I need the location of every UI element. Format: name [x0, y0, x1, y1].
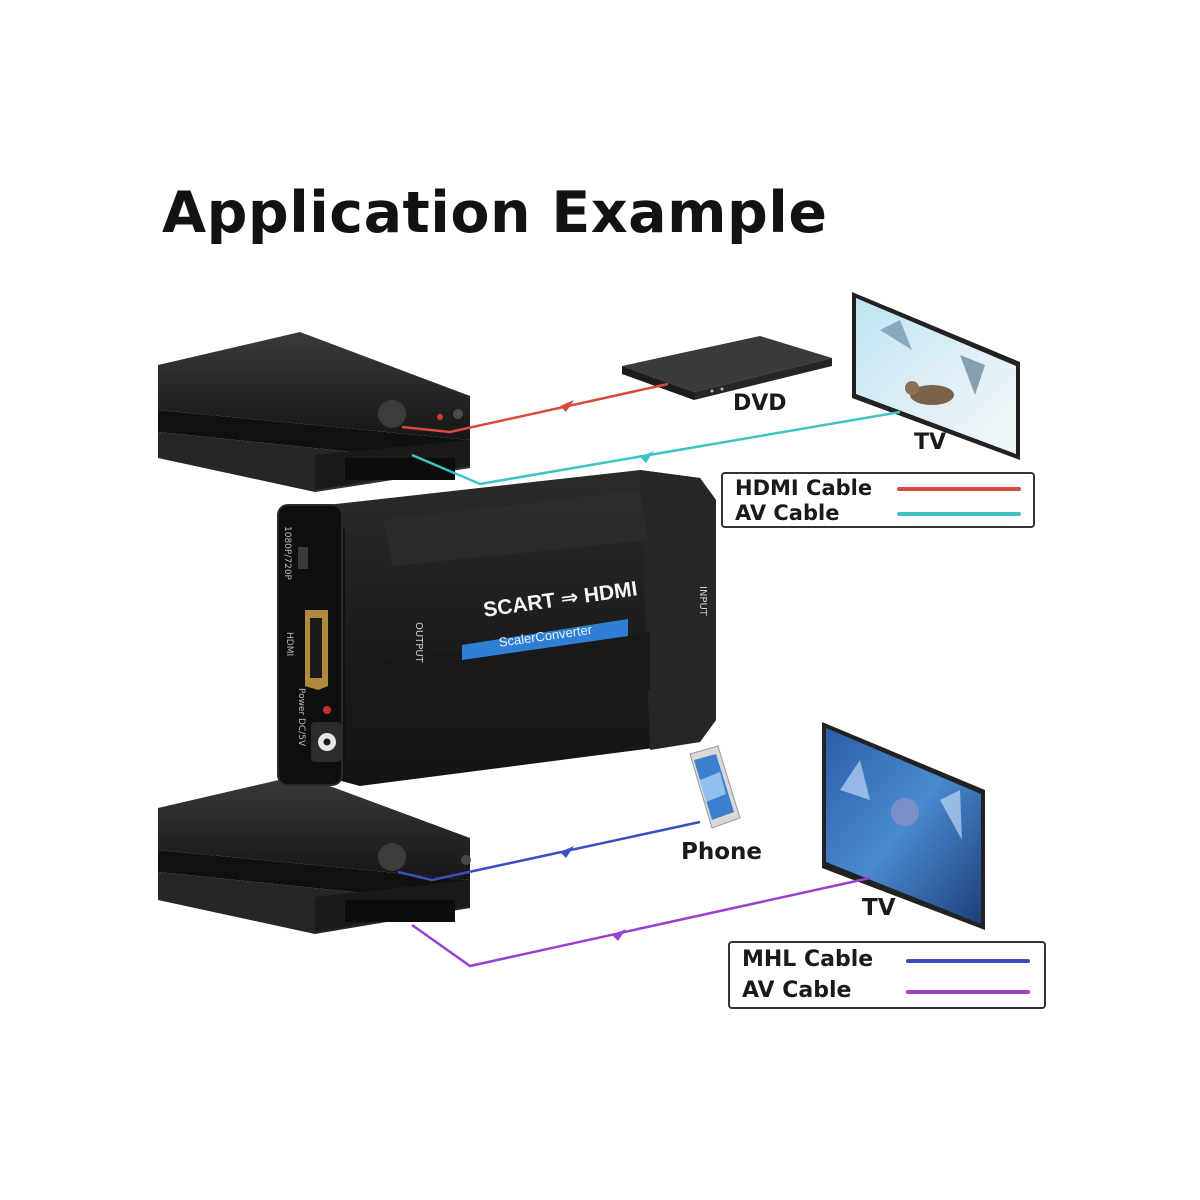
tv-screen-icon	[852, 292, 1020, 460]
port-label-output: OUTPUT	[413, 622, 424, 663]
legend-bottom: MHL Cable AV Cable	[728, 941, 1046, 1009]
legend-item-av: AV Cable	[742, 980, 851, 1002]
legend-swatch-hdmi	[897, 487, 1021, 491]
av-cable-line	[411, 876, 871, 968]
scart-adapter-icon	[158, 775, 471, 934]
tv-label-bottom: TV	[862, 895, 896, 921]
hdmi-cable-line	[401, 382, 669, 434]
legend-label: AV Cable	[742, 978, 852, 1003]
dc-jack-icon	[311, 722, 341, 762]
mhl-cable-line	[397, 820, 701, 882]
tv-screen-icon	[822, 722, 985, 930]
av-cable-arrow-icon	[640, 451, 654, 463]
av-cable-line	[411, 410, 901, 486]
legend-swatch-mhl	[906, 959, 1030, 963]
port-label-hdmi: HDMI	[284, 632, 294, 657]
scart-adapter-icon	[158, 332, 470, 492]
port-label-dc: DC/5V	[296, 718, 306, 747]
scart-hdmi-converter	[277, 470, 716, 786]
av-cable-arrow-icon	[612, 929, 626, 941]
hdmi-port-icon	[305, 610, 328, 690]
hdmi-cable-arrow-icon	[560, 400, 574, 412]
legend-item-hdmi: HDMI Cable	[735, 478, 872, 499]
legend-swatch-av	[897, 512, 1021, 516]
mhl-cable-arrow-icon	[560, 846, 574, 858]
dvd-player-icon	[622, 336, 832, 400]
legend-item-av: AV Cable	[735, 503, 839, 524]
legend-label: HDMI Cable	[735, 476, 873, 500]
port-label-power: Power	[296, 688, 306, 716]
dvd-label: DVD	[733, 391, 787, 416]
phone-label: Phone	[681, 839, 763, 865]
phone-icon	[689, 745, 741, 829]
legend-swatch-av	[906, 990, 1030, 994]
legend-item-mhl: MHL Cable	[742, 949, 873, 971]
legend-top: HDMI Cable AV Cable	[721, 472, 1035, 528]
power-led-icon	[323, 706, 331, 714]
legend-label: AV Cable	[735, 501, 840, 525]
tv-label-top: TV	[914, 430, 947, 455]
port-label-input: INPUT	[697, 586, 708, 616]
legend-label: MHL Cable	[742, 947, 874, 972]
page-title: Application Example	[162, 180, 828, 246]
port-label-resolution: 1080P/720P	[282, 526, 292, 580]
